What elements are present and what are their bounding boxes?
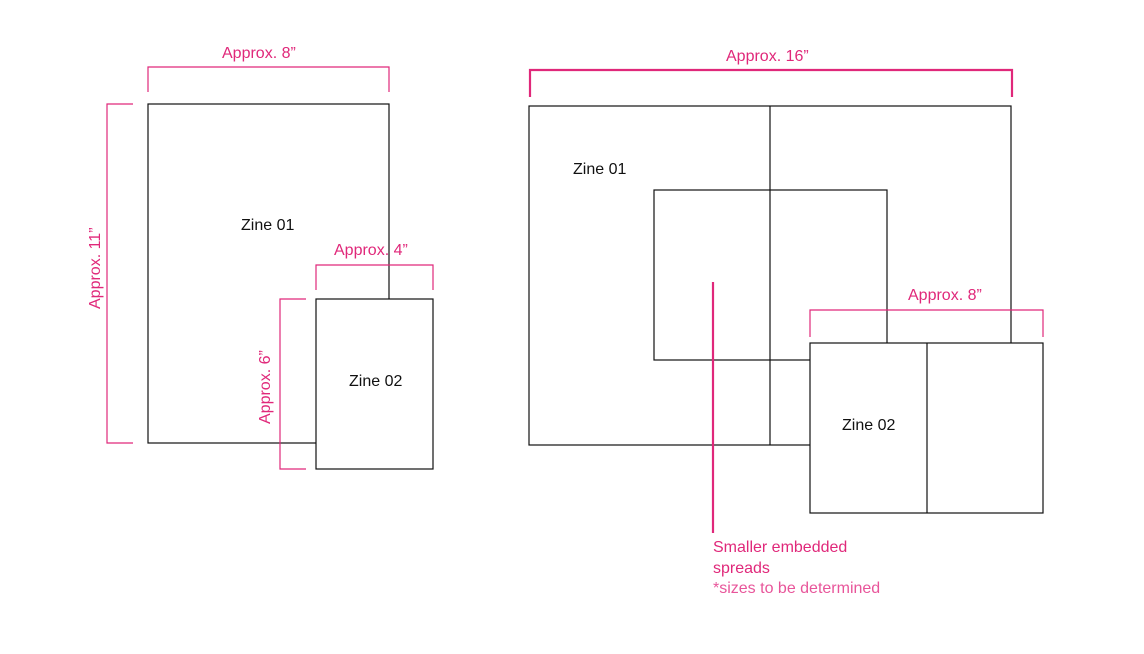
callout-label-line1: Smaller embedded bbox=[713, 539, 847, 556]
right-zine02-label: Zine 02 bbox=[842, 417, 895, 434]
left-small-width-dimension-label: Approx. 4” bbox=[334, 242, 408, 259]
right-small-spread-width-dimension-label: Approx. 8” bbox=[908, 287, 982, 304]
left-small-height-dimension-label: Approx. 6” bbox=[257, 350, 274, 424]
left-zine01-label: Zine 01 bbox=[241, 217, 294, 234]
callout-note: *sizes to be determined bbox=[713, 580, 880, 597]
right-spread-width-dimension-label: Approx. 16” bbox=[726, 48, 809, 65]
left-height-dimension-bracket bbox=[106, 103, 133, 444]
callout-label-line2: spreads bbox=[713, 560, 770, 577]
left-zine02-label: Zine 02 bbox=[349, 373, 402, 390]
right-spread-width-dimension-bracket bbox=[528, 68, 1014, 97]
left-width-dimension-bracket bbox=[147, 66, 390, 92]
right-small-spread-width-dimension-bracket bbox=[809, 309, 1044, 337]
left-zine02-page bbox=[315, 298, 434, 470]
left-small-height-dimension-bracket bbox=[279, 298, 306, 470]
left-diagram: Zine 01 Zine 02 Approx. 8” Approx. 11” A… bbox=[87, 45, 434, 470]
right-zine01-label: Zine 01 bbox=[573, 161, 626, 178]
left-width-dimension-label: Approx. 8” bbox=[222, 45, 296, 62]
left-height-dimension-label: Approx. 11” bbox=[87, 227, 104, 309]
left-small-width-dimension-bracket bbox=[315, 264, 434, 290]
right-diagram: Zine 01 Zine 02 Approx. 16” Approx. 8” S… bbox=[528, 48, 1044, 597]
